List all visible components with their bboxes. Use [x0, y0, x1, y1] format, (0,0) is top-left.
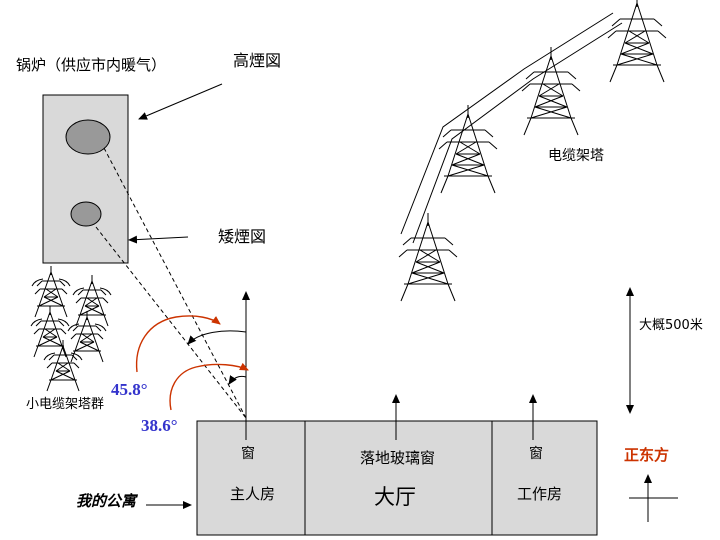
angle-upper-value: 45.8°	[111, 380, 148, 399]
red-rotation-arrow-upper	[135, 315, 221, 373]
glass-window-label: 落地玻璃窗	[360, 449, 436, 467]
angle-arc-upper	[187, 330, 247, 345]
master-room-label: 主人房	[230, 485, 276, 503]
small-tower-1	[31, 265, 71, 318]
tall-chimney-opening	[65, 119, 111, 155]
angle-arc-lower	[228, 375, 247, 385]
big-tower-2	[521, 46, 581, 136]
small-tower-4	[67, 310, 107, 363]
sightline-short-chimney	[95, 226, 247, 419]
due-east-label: 正东方	[624, 446, 670, 464]
red-rotation-arrow-lower	[169, 362, 249, 411]
short-chimney-pointer-arrow	[128, 235, 189, 244]
boiler-label: 锅炉（供应市内暖气）	[16, 56, 167, 74]
tall-chimney-pointer-arrow	[138, 83, 223, 120]
power-cables	[400, 12, 623, 244]
master-room-window-label: 窗	[241, 446, 255, 462]
short-chimney-label: 矮煙図	[218, 227, 267, 246]
big-tower-1	[607, 0, 667, 83]
boiler-box	[42, 94, 129, 264]
short-chimney-opening	[70, 201, 102, 227]
big-tower-4	[398, 212, 458, 302]
small-tower-2	[72, 274, 112, 327]
distance-label: 大概500米	[639, 318, 703, 333]
hall-label: 大厅	[374, 485, 416, 509]
work-room-window-label: 窗	[529, 446, 543, 462]
compass-cross	[629, 474, 678, 522]
big-tower-3	[438, 104, 498, 194]
sightline-tall-chimney	[103, 147, 247, 419]
work-room-label: 工作房	[517, 485, 563, 503]
apartment-building	[196, 394, 598, 536]
tall-chimney-label: 高煙図	[233, 51, 282, 70]
cable-towers-label: 电缆架塔	[548, 148, 604, 164]
my-apartment-label: 我的公寓	[76, 492, 137, 510]
angle-lower-value: 38.6°	[141, 416, 178, 435]
small-cable-tower-group-label: 小电缆架塔群	[26, 397, 105, 412]
